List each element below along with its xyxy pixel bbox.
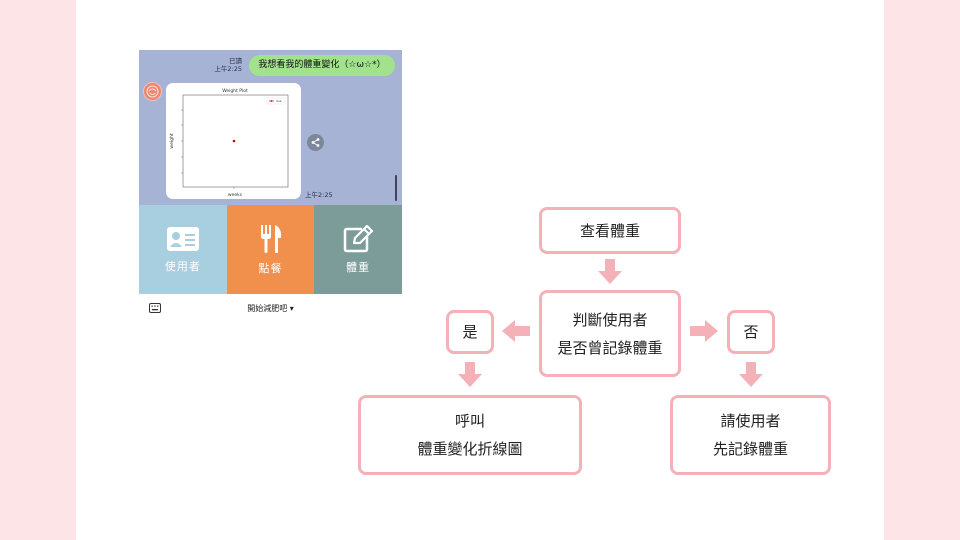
data-point <box>232 139 236 143</box>
legend-label: line <box>276 99 282 103</box>
rich-menu-order[interactable]: 點餐 <box>226 205 315 294</box>
yes-action-line1: 呼叫 <box>454 412 485 430</box>
yes-label: 是 <box>462 323 478 341</box>
start-label: 查看體重 <box>579 221 640 240</box>
no-action-line2: 先記錄體重 <box>712 440 788 458</box>
no-action-line1: 請使用者 <box>720 412 781 430</box>
no-label: 否 <box>743 323 759 341</box>
share-icon[interactable] <box>307 134 324 151</box>
legend: line <box>266 97 286 105</box>
arrow-down-no-icon <box>739 362 763 387</box>
arrow-right-icon <box>690 320 718 342</box>
chat-bottom-bar: 開始減肥吧 ▾ <box>139 294 402 322</box>
no-box: 否 <box>727 310 775 354</box>
reply-time: 上午2:25 <box>305 191 333 199</box>
rich-menu-users-label: 使用者 <box>164 259 201 273</box>
chat-scrollbar[interactable] <box>395 175 397 201</box>
edit-icon <box>343 224 374 252</box>
chat-area[interactable]: 已讀 上午2:25 我想看我的體重變化（☆ω☆*） Weight Plot <box>139 50 402 205</box>
rich-menu-weight[interactable]: 體重 <box>314 205 402 294</box>
start-box: 查看體重 <box>539 207 681 254</box>
decision-box: 判斷使用者 是否曾記錄體重 <box>539 290 681 377</box>
yes-action-line2: 體重變化折線圖 <box>417 440 523 458</box>
rich-menu-weight-label: 體重 <box>346 260 371 274</box>
rich-menu-order-label: 點餐 <box>258 261 283 275</box>
arrow-left-icon <box>502 320 530 342</box>
rich-menu: 使用者 點餐 體重 <box>139 205 402 294</box>
rich-menu-users[interactable]: 使用者 <box>139 205 227 294</box>
plot-area <box>182 94 289 188</box>
keyboard-icon[interactable] <box>149 303 161 313</box>
rich-menu-toggle[interactable]: 開始減肥吧 ▾ <box>247 304 294 313</box>
read-status: 已讀 <box>229 57 242 65</box>
sent-time: 上午2:25 <box>214 65 242 73</box>
weight-chart-image[interactable]: Weight Plot weight weeks line <box>166 83 301 199</box>
y-axis-label: weight <box>169 133 175 148</box>
arrow-down-yes-icon <box>458 362 482 387</box>
bot-avatar-icon[interactable] <box>143 82 162 101</box>
decision-label-line1: 判斷使用者 <box>572 310 648 329</box>
user-message-bubble: 我想看我的體重變化（☆ω☆*） <box>249 55 395 76</box>
yes-box: 是 <box>446 310 494 354</box>
chat-screenshot: 已讀 上午2:25 我想看我的體重變化（☆ω☆*） Weight Plot <box>139 50 402 322</box>
yes-action-box: 呼叫 體重變化折線圖 <box>358 395 582 475</box>
y-ticks <box>181 109 183 174</box>
fork-knife-icon <box>260 224 281 253</box>
x-axis-label: weeks <box>228 192 243 198</box>
decision-label-line2: 是否曾記錄體重 <box>557 338 663 357</box>
chart-title: Weight Plot <box>222 88 248 94</box>
no-action-box: 請使用者 先記錄體重 <box>670 395 831 475</box>
read-receipt: 已讀 上午2:25 <box>214 57 242 73</box>
user-card-icon <box>166 226 199 251</box>
arrow-down-icon <box>598 259 622 284</box>
